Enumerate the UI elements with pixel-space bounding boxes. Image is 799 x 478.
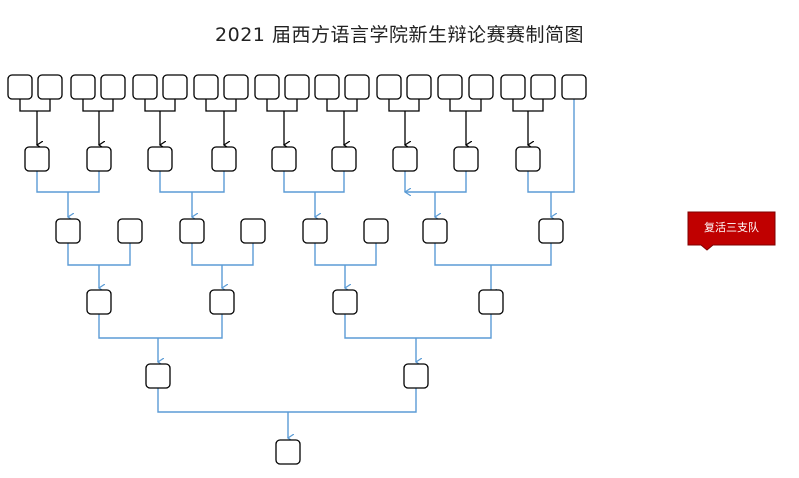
team-box-r2-4 (211, 146, 237, 172)
team-box-r1-18 (530, 74, 556, 100)
team-box-r5-1 (145, 363, 171, 389)
team-box-r3-4 (240, 218, 266, 244)
merge-r5 (157, 388, 417, 413)
team-box-r1-10 (284, 74, 310, 100)
pair-connector-9 (512, 99, 544, 112)
merge-r2-3 (283, 171, 345, 193)
merge-r2-1 (36, 171, 100, 193)
pair-connector-1 (19, 99, 51, 112)
team-box-r4-2 (209, 289, 235, 315)
team-box-r1-2 (37, 74, 63, 100)
team-box-r1-4 (100, 74, 126, 100)
team-box-r1-16 (468, 74, 494, 100)
team-box-r3-8 (538, 218, 564, 244)
merge-r3-3 (314, 243, 377, 266)
merge-r4-2 (344, 314, 492, 339)
team-box-r1-19 (561, 74, 587, 100)
team-box-r1-7 (193, 74, 219, 100)
merge-r4-1 (98, 314, 223, 339)
team-box-r1-1 (7, 74, 33, 100)
team-box-r3-1 (55, 218, 81, 244)
team-box-r5-2 (403, 363, 429, 389)
merge-r2-5 (527, 99, 575, 193)
merge-r3-4 (434, 243, 552, 266)
team-box-r4-1 (86, 289, 112, 315)
team-box-r3-7 (422, 218, 448, 244)
team-box-r2-8 (453, 146, 479, 172)
team-box-r2-2 (86, 146, 112, 172)
team-box-r3-2 (117, 218, 143, 244)
team-box-r4-4 (478, 289, 504, 315)
pair-connector-5 (266, 99, 298, 112)
pair-connector-2 (82, 99, 114, 112)
team-box-final (275, 439, 301, 465)
team-box-r2-3 (147, 146, 173, 172)
pair-connector-3 (144, 99, 176, 112)
team-box-r3-3 (179, 218, 205, 244)
team-box-r1-11 (314, 74, 340, 100)
revival-label: 复活三支队 (704, 221, 759, 234)
team-box-r1-17 (500, 74, 526, 100)
pair-connector-7 (388, 99, 420, 112)
team-box-r2-7 (392, 146, 418, 172)
merge-r2-2 (159, 171, 225, 193)
team-box-r1-6 (162, 74, 188, 100)
team-box-r2-6 (331, 146, 357, 172)
pair-connector-4 (205, 99, 237, 112)
merge-r2-4 (405, 171, 467, 193)
team-box-r2-1 (24, 146, 50, 172)
merge-r3-1 (67, 243, 131, 266)
team-box-r4-3 (332, 289, 358, 315)
team-box-r1-15 (437, 74, 463, 100)
team-box-r2-5 (271, 146, 297, 172)
team-box-r1-12 (344, 74, 370, 100)
pair-connector-8 (449, 99, 482, 112)
team-box-r1-3 (70, 74, 96, 100)
team-box-r1-9 (254, 74, 280, 100)
team-box-r3-5 (302, 218, 328, 244)
page-title: 2021 届西方语言学院新生辩论赛赛制简图 (215, 24, 584, 46)
team-box-r3-6 (363, 218, 389, 244)
team-box-r1-5 (132, 74, 158, 100)
team-box-r1-14 (406, 74, 432, 100)
merge-r3-2 (191, 243, 254, 266)
pair-connector-6 (326, 99, 358, 112)
team-box-r1-8 (223, 74, 249, 100)
revival-callout: 复活三支队 (687, 211, 776, 251)
team-box-r2-9 (515, 146, 541, 172)
team-box-r1-13 (376, 74, 402, 100)
